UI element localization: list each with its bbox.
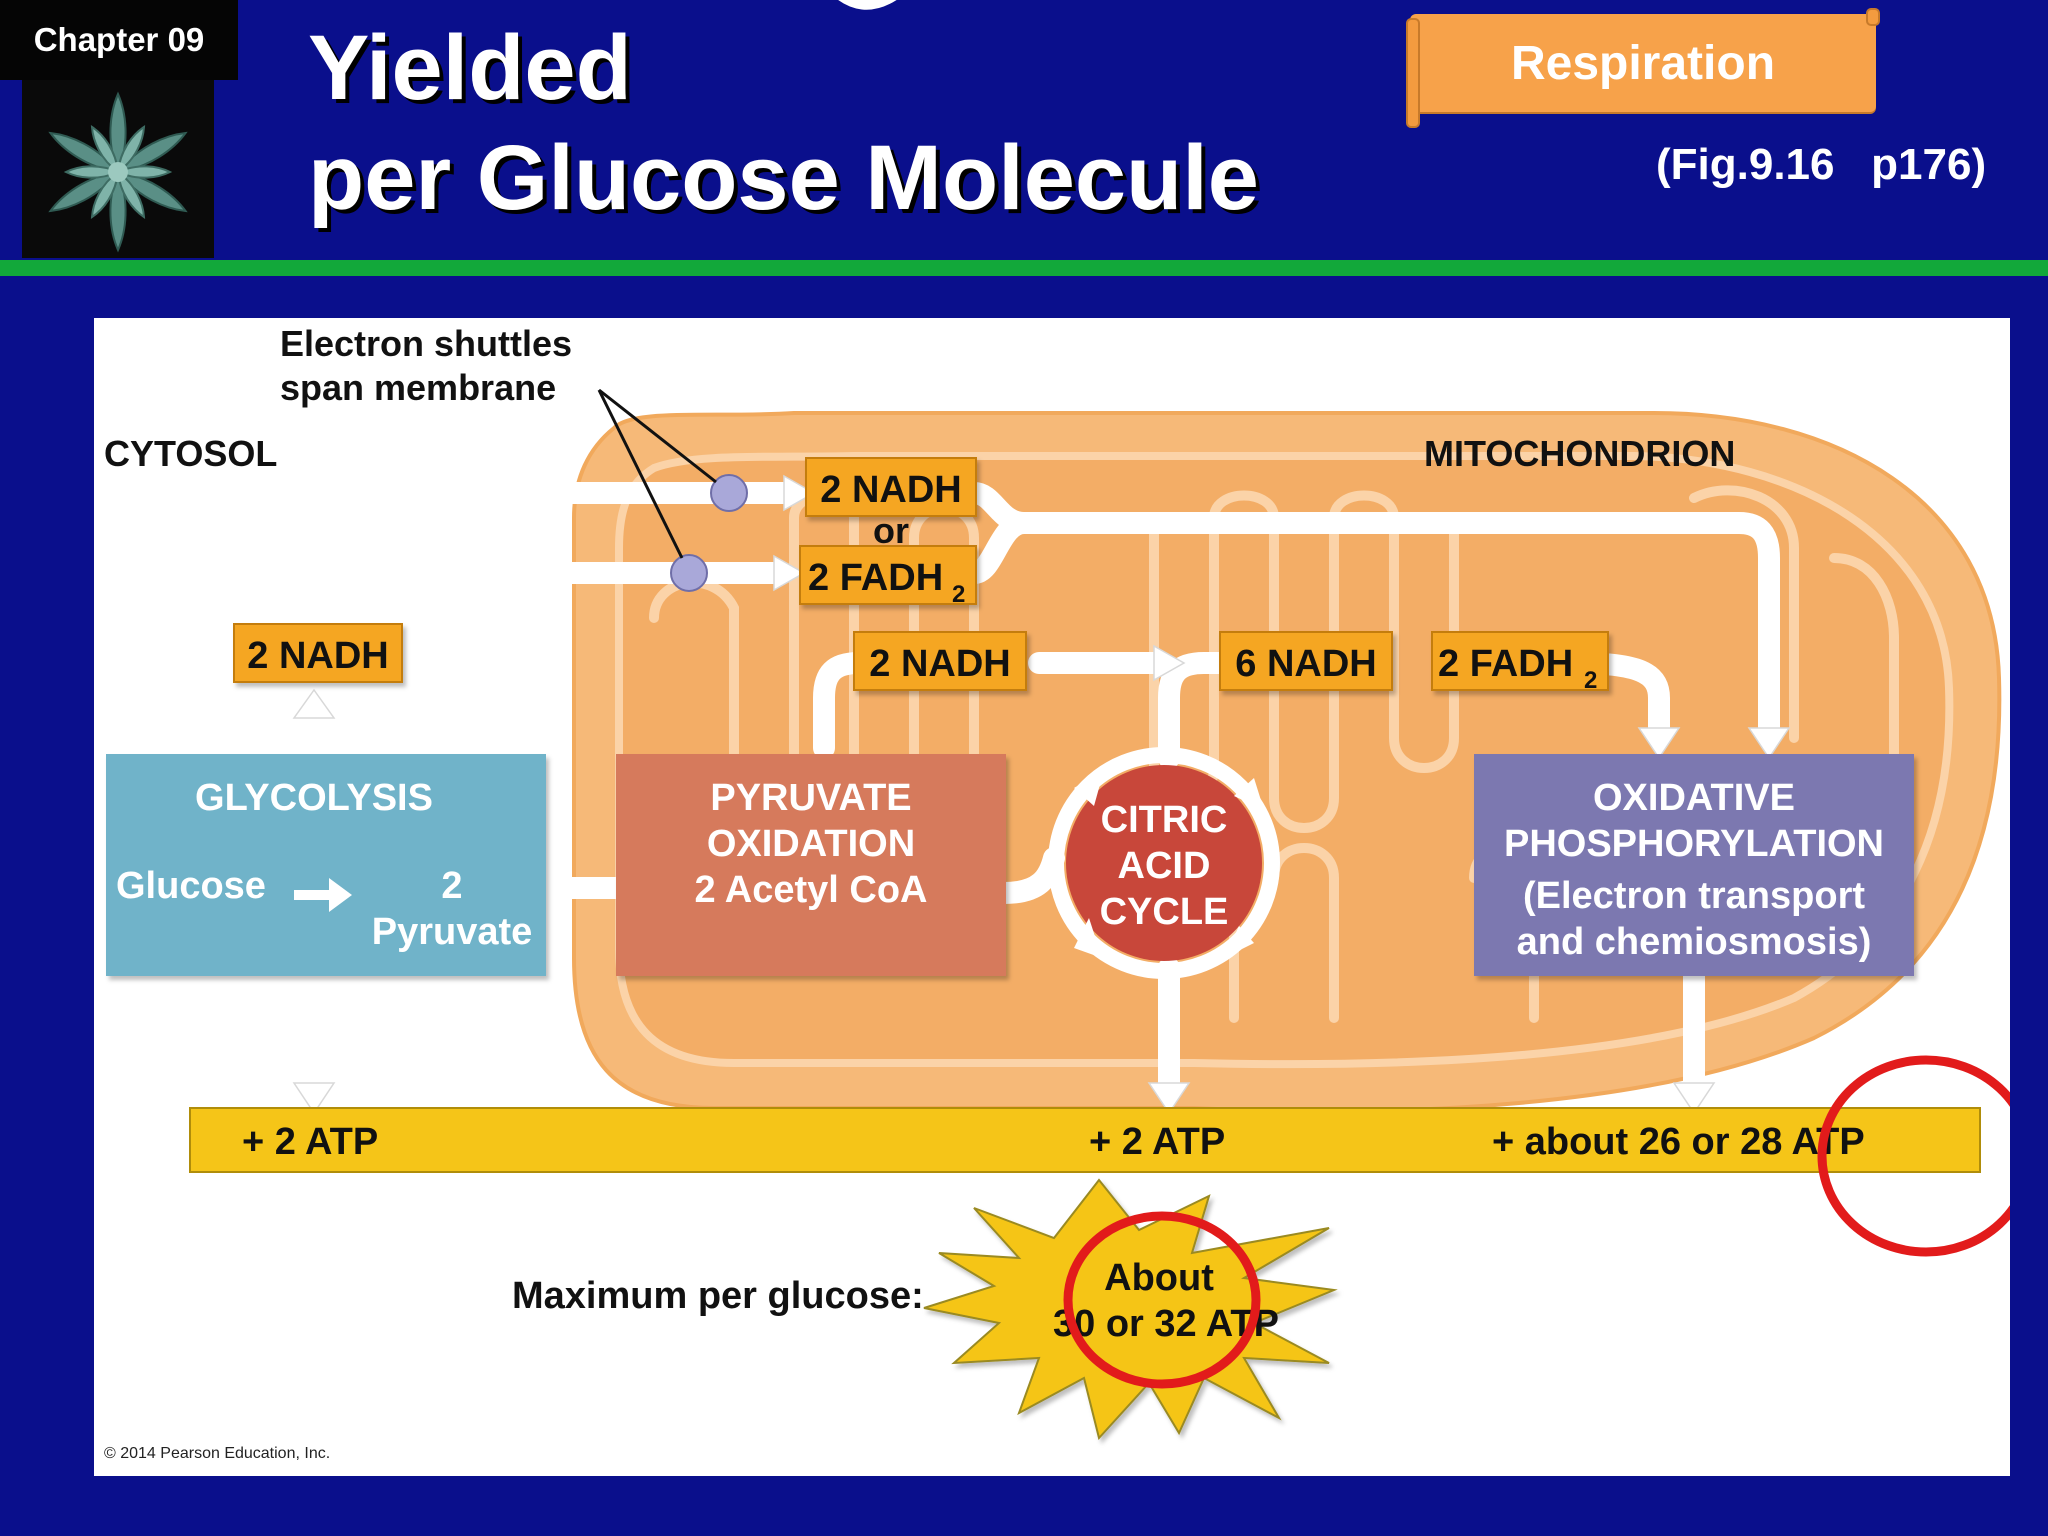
topic-tag-label: Respiration [1510, 36, 1776, 90]
shuttle-pointer-line-2 [597, 389, 684, 559]
shuttle-circle-nadh [710, 474, 748, 512]
header-divider [0, 260, 2048, 276]
diagram-panel: Electron shuttles span membrane CYTOSOL … [94, 318, 2010, 1476]
atp-citric: + 2 ATP [1089, 1121, 1225, 1163]
glycolysis-output: Pyruvate [372, 911, 533, 953]
highlight-circle-atp [1817, 1055, 2010, 1257]
glycolysis-title: GLYCOLYSIS [195, 777, 433, 819]
shuttle-fadh2-subscript: 2 [952, 581, 965, 608]
citric-fadh2-subscript: 2 [1584, 667, 1597, 694]
glycolysis-input: Glucose [116, 865, 266, 907]
pyruvate-nadh-box: 2 NADH [853, 631, 1027, 691]
region-label-mitochondrion: MITOCHONDRION [1424, 433, 1735, 474]
region-label-cytosol: CYTOSOL [104, 433, 277, 474]
citric-fadh2-box: 2 FADH 2 [1431, 631, 1609, 694]
atp-oxphos: + about 26 or 28 ATP [1492, 1121, 1865, 1163]
pyruvate-oxidation-line2: OXIDATION [707, 823, 915, 865]
citric-cycle-line1: CITRIC [1101, 799, 1228, 841]
glycolysis-box: GLYCOLYSIS Glucose 2 Pyruvate [106, 754, 546, 976]
oxphos-line2: PHOSPHORYLATION [1504, 823, 1884, 865]
citric-cycle-line3: CYCLE [1100, 891, 1229, 933]
shuttle-fadh2-box: 2 FADH 2 [799, 545, 977, 608]
glycolysis-nadh-label: 2 NADH [247, 635, 388, 677]
atp-glycolysis: + 2 ATP [242, 1121, 378, 1163]
atp-yield-bar: + 2 ATP + 2 ATP + about 26 or 28 ATP [189, 1107, 1981, 1173]
pyruvate-oxidation-box: PYRUVATE OXIDATION 2 Acetyl CoA [616, 754, 1006, 976]
citric-cycle-line2: ACID [1118, 845, 1211, 887]
maximum-label: Maximum per glucose: [512, 1275, 924, 1317]
oxphos-line1: OXIDATIVE [1593, 777, 1795, 819]
chapter-tag: Chapter 09 [0, 0, 238, 80]
glycolysis-arrow-icon [294, 878, 352, 912]
figure-reference: (Fig.9.16 p176) [1656, 140, 1987, 189]
shuttle-circles [597, 388, 748, 592]
copyright: © 2014 Pearson Education, Inc. [104, 1445, 330, 1462]
highlight-circle-maximum [1063, 1211, 1261, 1389]
slide-title-line1: Yielded [308, 17, 632, 119]
shuttle-fadh2-label: 2 FADH [808, 557, 943, 599]
succulent-plant-image [22, 80, 214, 258]
shuttle-nadh-box: 2 NADH [805, 457, 977, 517]
pyruvate-oxidation-line3: 2 Acetyl CoA [695, 869, 928, 911]
topic-tag: Respiration [1406, 8, 1880, 128]
pathway-arrows [303, 482, 1780, 1094]
shuttle-or-label: or [873, 510, 909, 551]
pyruvate-oxidation-line1: PYRUVATE [710, 777, 911, 819]
glycolysis-output-count: 2 [441, 865, 462, 907]
citric-nadh-label: 6 NADH [1235, 643, 1376, 685]
citric-fadh2-label: 2 FADH [1438, 643, 1573, 685]
oxphos-line4: and chemiosmosis) [1517, 921, 1872, 963]
citric-acid-cycle: CITRIC ACID CYCLE [1048, 747, 1280, 979]
shuttle-circle-fadh2 [670, 554, 708, 592]
glycolysis-nadh-box: 2 NADH [233, 623, 403, 683]
pyruvate-nadh-label: 2 NADH [869, 643, 1010, 685]
shuttle-nadh-label: 2 NADH [820, 469, 961, 511]
oxphos-line3: (Electron transport [1523, 875, 1865, 917]
maximum-line1: About [1104, 1257, 1214, 1299]
shuttle-pointer-line-1 [598, 388, 717, 484]
citric-nadh-box: 6 NADH [1219, 631, 1393, 691]
annotation-shuttles-line1: Electron shuttles [280, 323, 572, 364]
slide-title-line2: per Glucose Molecule [308, 127, 1259, 229]
oxidative-phosphorylation-box: OXIDATIVE PHOSPHORYLATION (Electron tran… [1474, 754, 1914, 976]
annotation-shuttles-line2: span membrane [280, 367, 556, 408]
respiration-diagram: Electron shuttles span membrane CYTOSOL … [104, 323, 2010, 1462]
title-cutoff [790, 0, 940, 22]
